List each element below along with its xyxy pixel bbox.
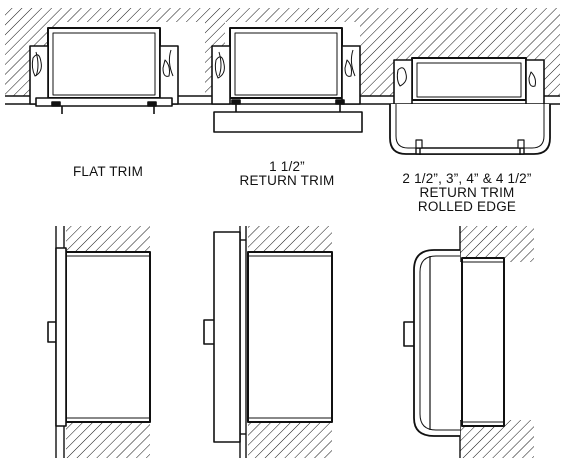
flat-trim-label: FLAT TRIM xyxy=(66,165,150,179)
return-trim-size-text: 1 1/2” xyxy=(269,159,305,174)
rolled-edge-return-text: RETURN TRIM xyxy=(419,185,515,200)
return-trim-label: 1 1/2” RETURN TRIM xyxy=(222,160,352,188)
rolled-edge-side xyxy=(403,226,534,458)
flat-trim-text: FLAT TRIM xyxy=(72,164,144,179)
return-trim-side xyxy=(203,226,333,458)
rolled-edge-name-text: ROLLED EDGE xyxy=(417,199,517,214)
return-trim-plan xyxy=(211,27,363,133)
rolled-edge-label: 2 1/2”, 3”, 4” & 4 1/2” RETURN TRIM ROLL… xyxy=(372,172,562,214)
rolled-edge-plan xyxy=(389,57,551,155)
flat-trim-side xyxy=(47,226,151,458)
return-trim-name-text: RETURN TRIM xyxy=(239,173,335,188)
flat-trim-plan xyxy=(29,27,179,114)
rolled-edge-sizes-text: 2 1/2”, 3”, 4” & 4 1/2” xyxy=(402,171,532,186)
top-wall-hatch xyxy=(5,8,560,96)
